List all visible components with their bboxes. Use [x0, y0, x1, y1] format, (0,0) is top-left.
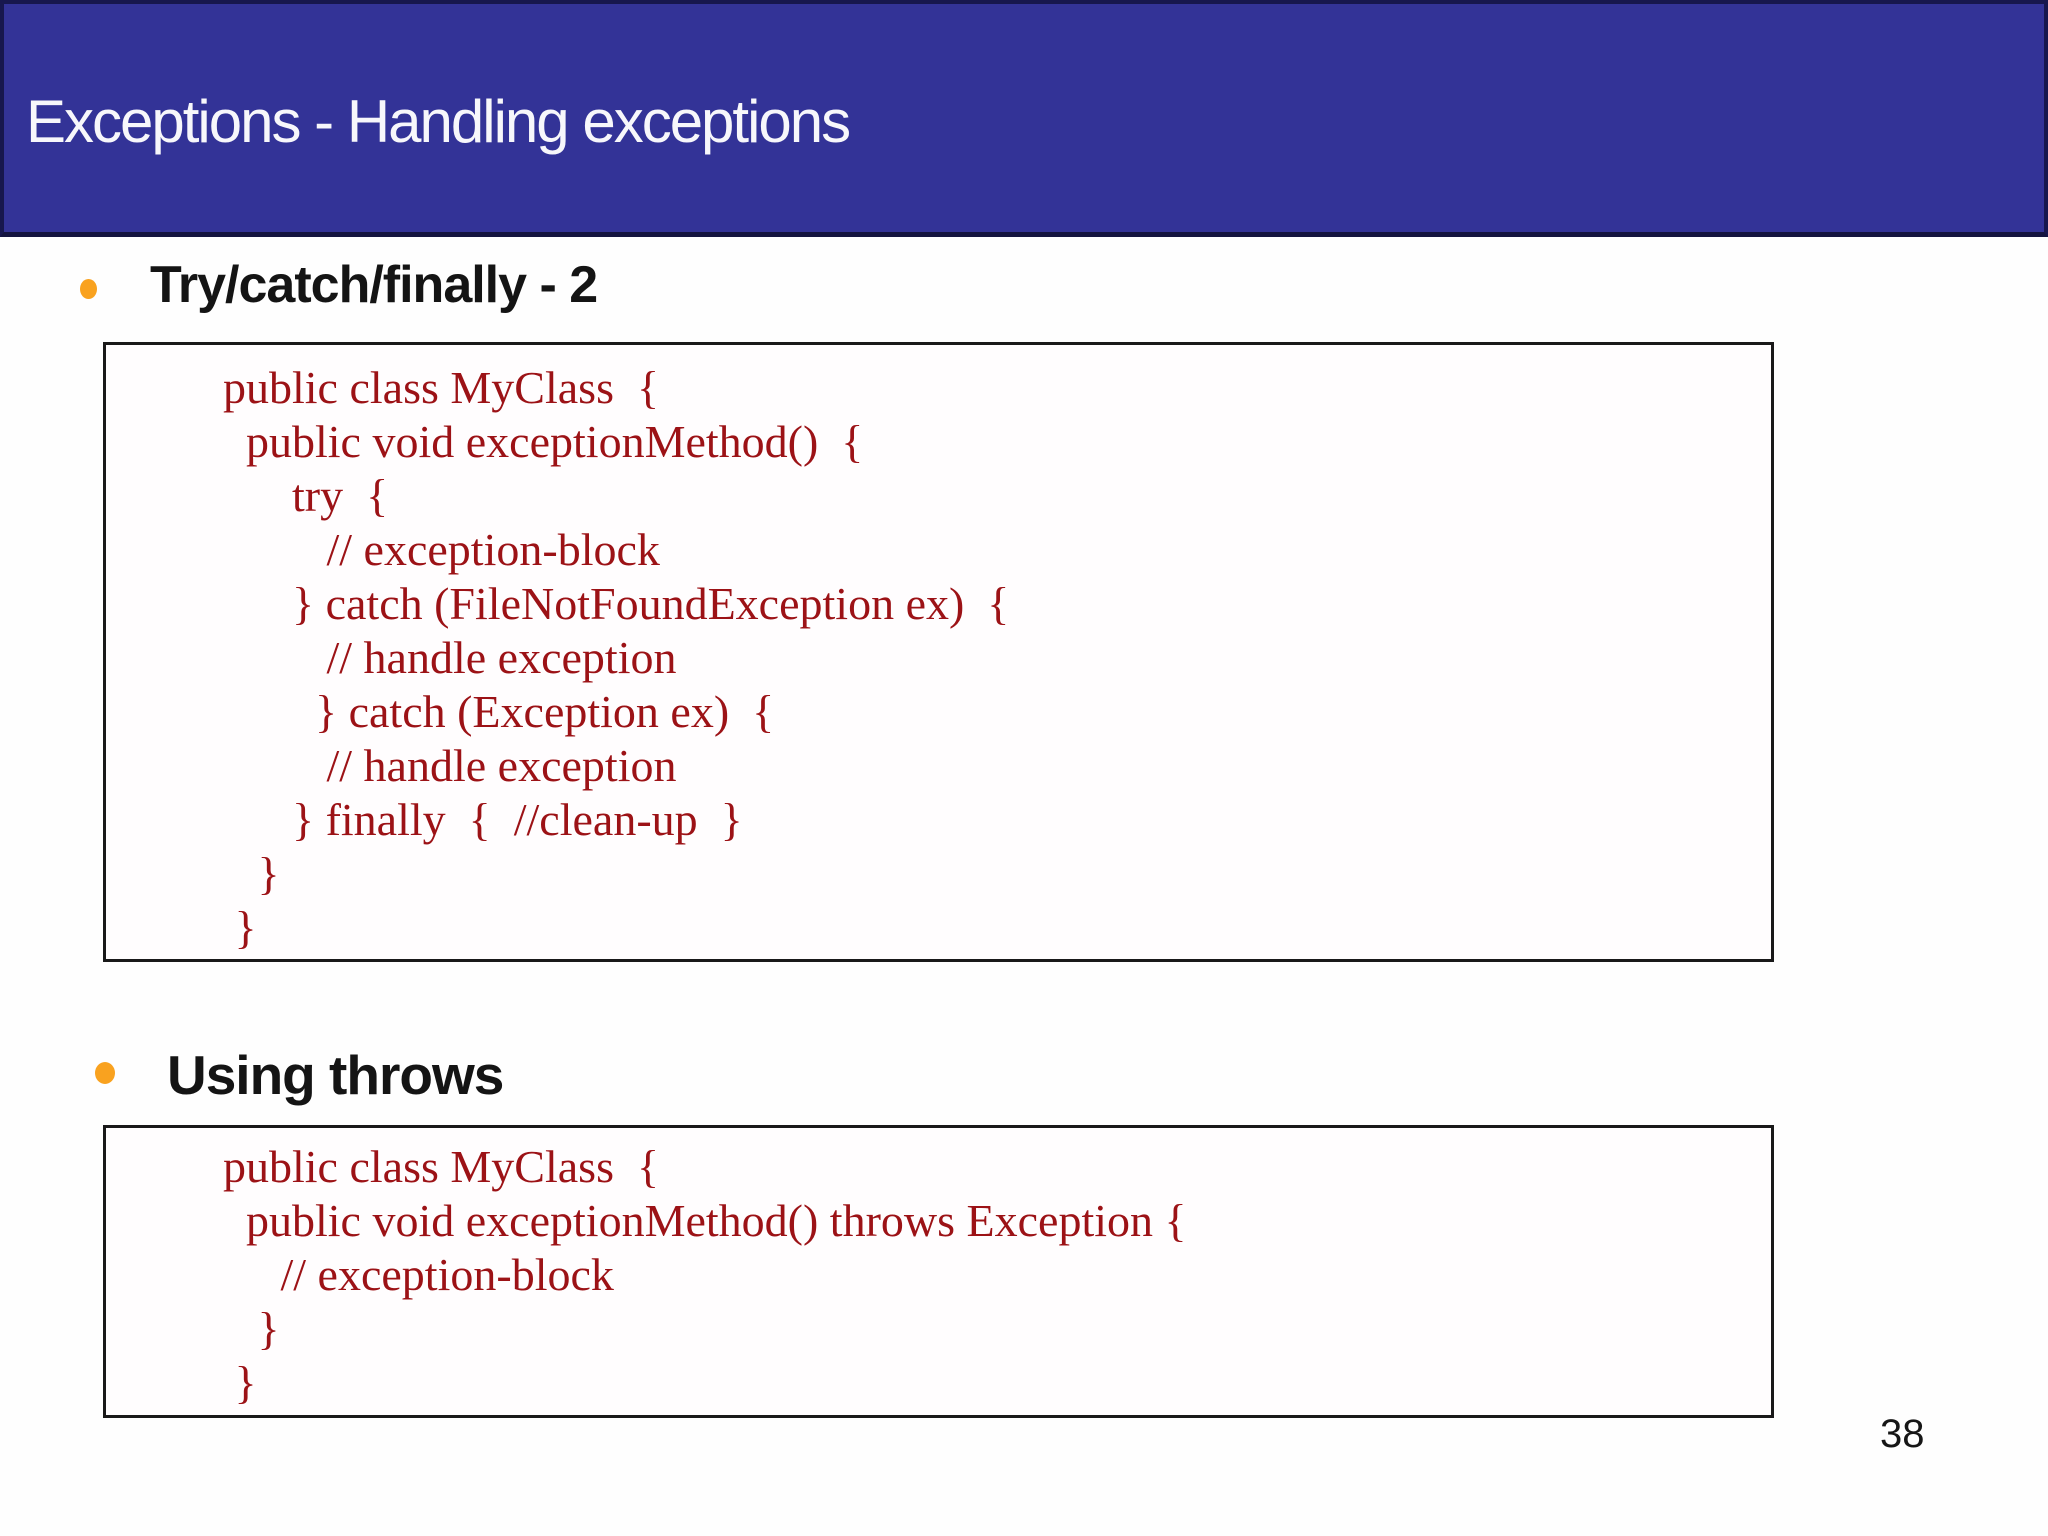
code-block: public class MyClass { public void excep…	[106, 345, 1771, 955]
code-line: } catch (Exception ex) {	[223, 686, 775, 737]
code-line: } finally { //clean-up }	[223, 794, 743, 845]
code-line: } catch (FileNotFoundException ex) {	[223, 578, 1010, 629]
code-block: public class MyClass { public void excep…	[106, 1128, 1771, 1410]
code-line: try {	[223, 470, 389, 521]
section-2-heading: Using throws	[167, 1044, 504, 1106]
slide-title: Exceptions - Handling exceptions	[26, 87, 851, 155]
code-line: public void exceptionMethod() throws Exc…	[223, 1195, 1187, 1246]
page-number: 38	[1880, 1412, 1925, 1456]
code-line: }	[223, 1357, 257, 1408]
code-line: }	[223, 848, 280, 899]
bullet-icon	[80, 279, 97, 299]
code-box-try-catch-finally: public class MyClass { public void excep…	[103, 342, 1774, 962]
bullet-icon	[95, 1062, 115, 1084]
code-line: public class MyClass {	[223, 1141, 660, 1192]
code-line: // exception-block	[223, 524, 660, 575]
code-line: public void exceptionMethod() {	[223, 416, 864, 467]
code-line: // exception-block	[223, 1249, 614, 1300]
code-line: // handle exception	[223, 632, 677, 683]
code-line: // handle exception	[223, 740, 677, 791]
code-line: }	[223, 902, 257, 953]
code-line: public class MyClass {	[223, 362, 660, 413]
slide-header: Exceptions - Handling exceptions	[0, 0, 2048, 237]
code-line: }	[223, 1303, 280, 1354]
section-1-heading: Try/catch/finally - 2	[150, 256, 598, 314]
code-box-using-throws: public class MyClass { public void excep…	[103, 1125, 1774, 1418]
